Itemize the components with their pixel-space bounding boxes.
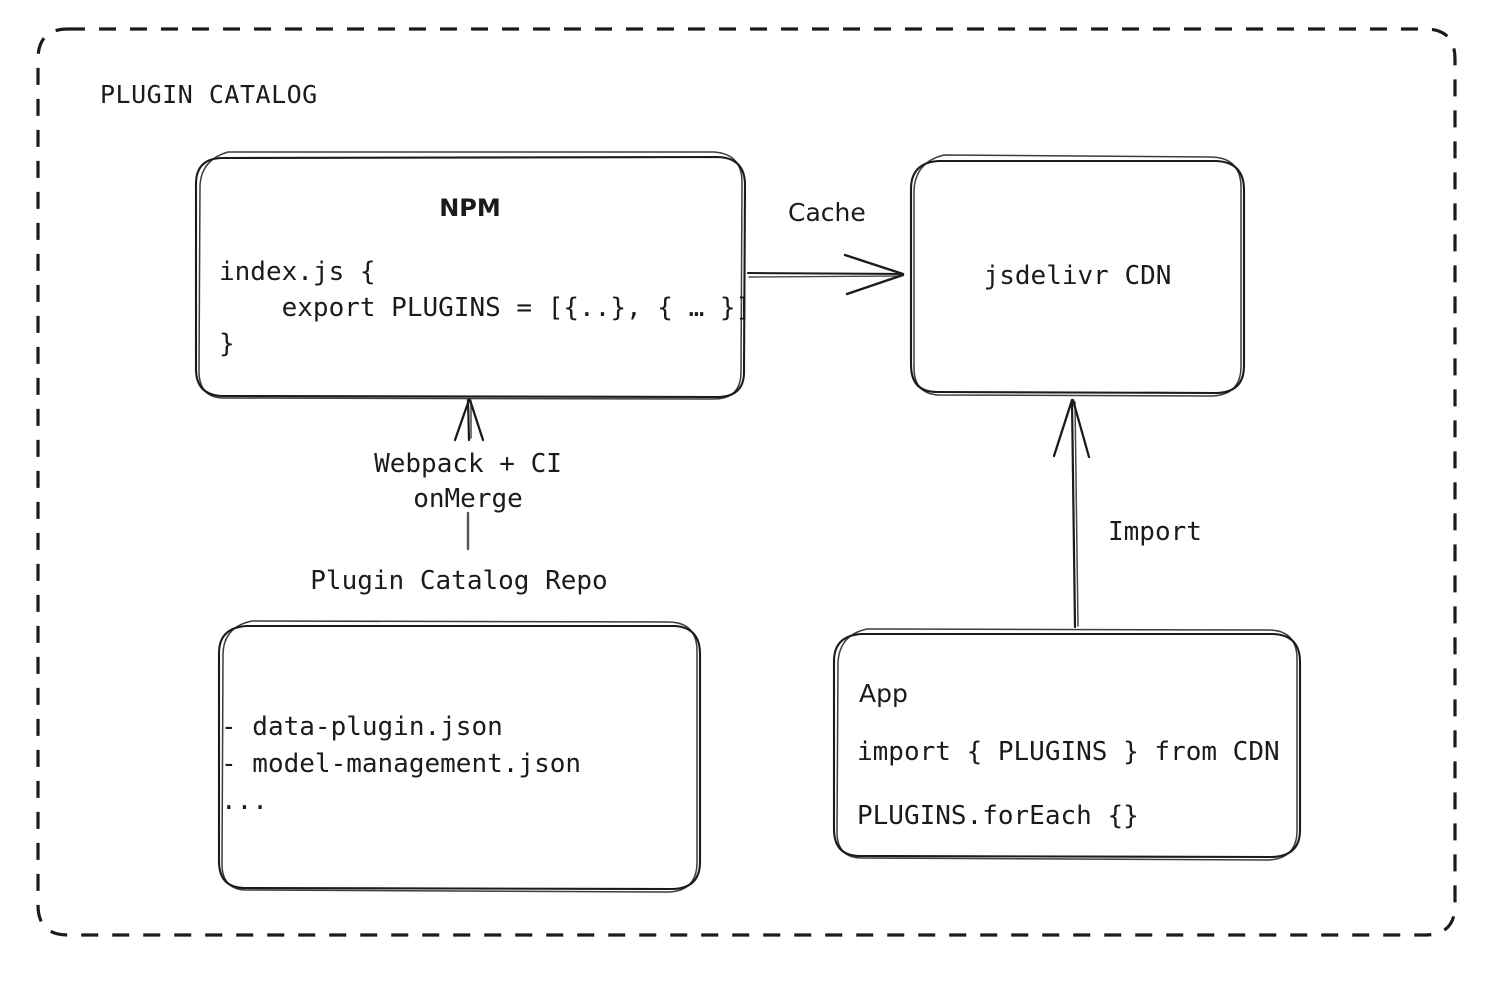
plugin-catalog-title: PLUGIN CATALOG <box>100 80 318 109</box>
edge-label-webpack-line-1: Webpack + CI <box>374 449 562 479</box>
repo-node-file-list: - data-plugin.json - model-management.js… <box>221 709 581 820</box>
edge-label-import: Import <box>1108 517 1202 547</box>
edge-app-to-cdn <box>1052 398 1091 629</box>
edge-label-cache: Cache <box>788 198 866 227</box>
app-node-title: App <box>859 679 908 708</box>
app-code-line-1: import { PLUGINS } from CDN <box>857 737 1280 767</box>
repo-node-caption: Plugin Catalog Repo <box>310 566 608 596</box>
npm-code-line-1: index.js { <box>219 257 376 287</box>
app-code-line-2: PLUGINS.forEach {} <box>857 801 1139 831</box>
repo-file-item-3: ... <box>221 786 268 816</box>
npm-node-code: index.js { export PLUGINS = [{..}, { … }… <box>219 254 751 362</box>
repo-file-item-2: - model-management.json <box>221 749 582 779</box>
edge-npm-to-cdn <box>747 253 905 296</box>
npm-node-title: NPM <box>439 194 501 222</box>
edge-label-webpack-onmerge: Webpack + CI onMerge <box>284 447 652 517</box>
cdn-node-title: jsdelivr CDN <box>983 261 1172 291</box>
npm-code-line-2: export PLUGINS = [{..}, { … }] <box>219 293 752 323</box>
edge-label-webpack-line-2: onMerge <box>413 484 523 514</box>
repo-file-item-1: - data-plugin.json <box>221 712 503 742</box>
npm-code-line-3: } <box>219 329 235 359</box>
